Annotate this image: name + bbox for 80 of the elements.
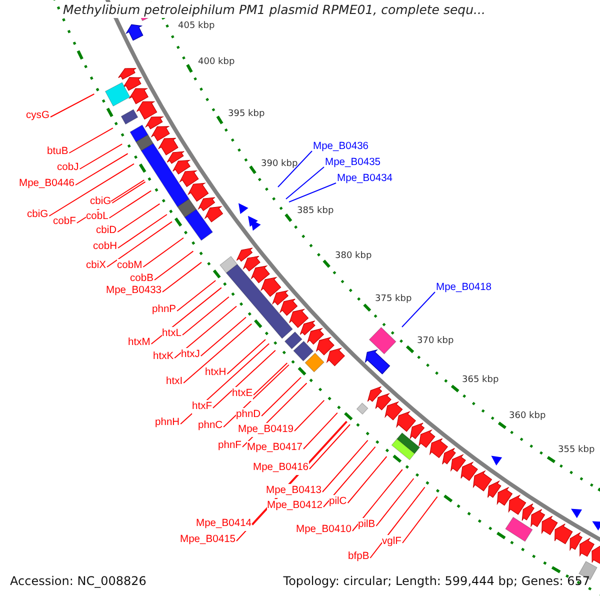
scale-label: 380 kbp <box>335 251 372 262</box>
gene-label: phnD <box>236 408 261 422</box>
gene-label: phnP <box>152 303 176 317</box>
leader-line <box>75 153 128 186</box>
topology-label: Topology: circular; Length: 599,444 bp; Genes: 657 <box>283 574 590 589</box>
leader-line <box>183 323 252 384</box>
leader-line <box>79 144 123 170</box>
gene-label: Mpe_B0418 <box>436 281 492 295</box>
gene-label: Mpe_B0410 <box>296 523 352 537</box>
scale-label: 375 kbp <box>375 294 412 305</box>
gene-label: cysG <box>26 109 50 123</box>
leader-line <box>176 280 216 312</box>
leader-line <box>118 214 168 248</box>
leader-line <box>200 316 246 356</box>
accession-label: Accession: NC_008826 <box>10 574 146 589</box>
scale-label: 390 kbp <box>261 159 298 170</box>
gene-label: Mpe_B0412 <box>267 499 323 513</box>
leader-line <box>376 478 414 526</box>
leader-line <box>303 412 338 450</box>
leader-line <box>278 150 312 188</box>
leader-line <box>50 94 95 118</box>
leader-line <box>150 287 222 344</box>
gene-label: Mpe_B0436 <box>313 140 369 154</box>
scale-label: 360 kbp <box>509 411 546 422</box>
leader-line <box>294 400 325 432</box>
gene-label: Mpe_B0414 <box>196 517 252 531</box>
leader-line <box>402 496 438 544</box>
gene-label: phnC <box>198 419 223 433</box>
gene-label: pilB <box>358 518 376 532</box>
scale-label: 395 kbp <box>228 109 265 120</box>
leader-line <box>154 250 194 280</box>
leader-line <box>68 128 114 154</box>
gene-label: Mpe_B0415 <box>180 533 236 547</box>
gene-label: Mpe_B0433 <box>106 284 162 298</box>
leader-line <box>322 440 368 492</box>
gene-label: phnF <box>218 439 242 453</box>
leader-line <box>223 364 290 428</box>
leader-line <box>226 339 266 374</box>
leader-line <box>162 262 202 292</box>
gene-label: phnH <box>155 416 180 430</box>
leader-line <box>174 306 237 358</box>
leader-line <box>112 181 146 204</box>
gene-label: pilC <box>329 495 347 509</box>
leader-line <box>309 424 350 470</box>
leader-line <box>402 292 436 328</box>
leader-line <box>180 343 270 424</box>
leader-line <box>323 446 376 508</box>
leader-line <box>253 362 288 396</box>
leader-line <box>76 180 145 224</box>
leader-line <box>286 166 324 200</box>
scale-label: 355 kbp <box>558 445 595 456</box>
gene-label: htxE <box>232 387 253 401</box>
scale-label: 365 kbp <box>462 375 499 386</box>
leader-line <box>48 163 134 216</box>
gene-label: bfpB <box>348 550 370 564</box>
leader-line <box>347 456 388 504</box>
leader-line <box>370 486 426 558</box>
gene-label: cbiG <box>90 195 112 209</box>
leader-line <box>182 296 230 336</box>
leader-line <box>117 203 160 232</box>
scale-label: 400 kbp <box>198 57 235 68</box>
leader-line <box>142 237 184 268</box>
gene-label: vglF <box>382 535 402 549</box>
gene-label: htxF <box>192 400 212 414</box>
gene-label: Mpe_B0417 <box>247 441 303 455</box>
gene-label: Mpe_B0434 <box>337 172 393 186</box>
gene-label: Mpe_B0419 <box>238 423 294 437</box>
leader-line <box>288 182 336 202</box>
gene-label: Mpe_B0435 <box>325 156 381 170</box>
gene-label: Mpe_B0416 <box>253 461 309 475</box>
scale-label: 385 kbp <box>297 206 334 217</box>
leader-line <box>106 221 172 268</box>
leader-line <box>352 469 403 532</box>
scale-label: 405 kbp <box>178 21 215 32</box>
gene-label: Mpe_B0446 <box>19 177 75 191</box>
leader-line <box>108 190 152 218</box>
leader-line <box>261 376 302 416</box>
gene-label: Mpe_B0413 <box>266 484 322 498</box>
leader-line <box>212 350 276 408</box>
scale-label: 370 kbp <box>417 336 454 347</box>
